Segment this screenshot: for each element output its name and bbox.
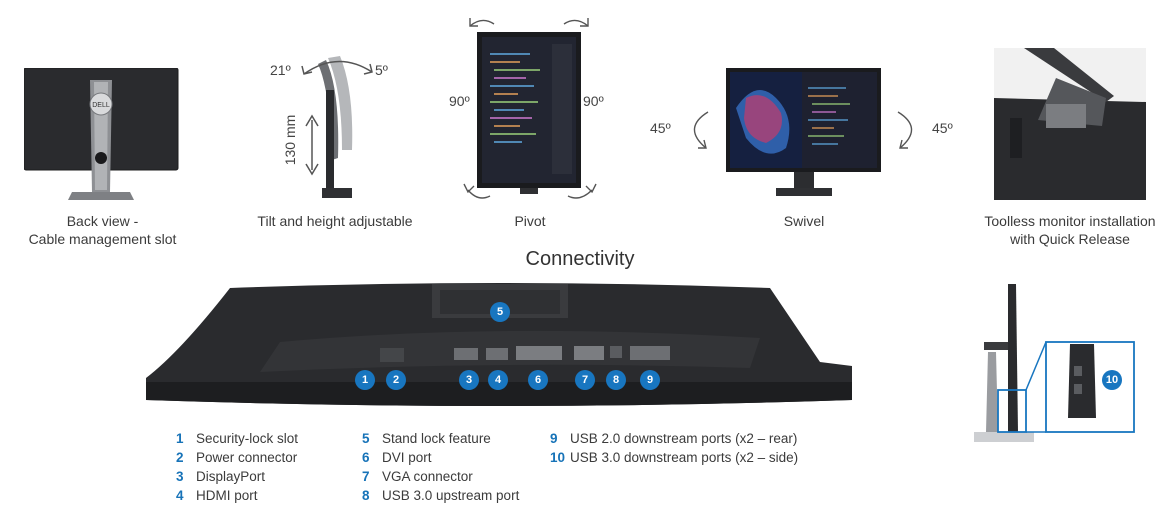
swivel-monitor-image bbox=[726, 68, 881, 196]
tilt-caption: Tilt and height adjustable bbox=[257, 213, 413, 229]
quick-release-caption-line2: with Quick Release bbox=[1010, 231, 1130, 247]
back-view-monitor-image: DELL bbox=[24, 68, 179, 200]
tilt-height-monitor-image bbox=[305, 56, 353, 198]
port-badge-4: 4 bbox=[488, 370, 508, 390]
port-badge-9: 9 bbox=[640, 370, 660, 390]
tilt-back-angle: 21º bbox=[270, 62, 291, 78]
pivot-left-angle: 90º bbox=[449, 93, 470, 109]
height-range-label: 130 mm bbox=[282, 114, 298, 166]
port-badge-6: 6 bbox=[528, 370, 548, 390]
pivot-caption: Pivot bbox=[514, 213, 546, 229]
monitor-bottom-ports-image bbox=[146, 283, 852, 406]
swivel-left-angle: 45º bbox=[650, 120, 671, 136]
svg-text:DELL: DELL bbox=[92, 102, 110, 109]
port-badge-5: 5 bbox=[490, 302, 510, 322]
port-badge-7: 7 bbox=[575, 370, 595, 390]
port-badge-3: 3 bbox=[459, 370, 479, 390]
quick-release-caption-line1: Toolless monitor installation bbox=[984, 213, 1156, 229]
tilt-front-angle: 5º bbox=[375, 62, 388, 78]
port-badge-8: 8 bbox=[606, 370, 626, 390]
swivel-right-arrow-icon bbox=[897, 111, 913, 149]
connectivity-title: Connectivity bbox=[525, 248, 635, 270]
pivot-monitor-image bbox=[463, 18, 597, 199]
port-badge-1: 1 bbox=[355, 370, 375, 390]
pivot-right-angle: 90º bbox=[583, 93, 604, 109]
port-badge-2: 2 bbox=[386, 370, 406, 390]
swivel-right-angle: 45º bbox=[932, 120, 953, 136]
swivel-left-arrow-icon bbox=[693, 111, 709, 149]
quick-release-image bbox=[994, 48, 1146, 200]
back-view-caption-line1: Back view - bbox=[66, 213, 139, 229]
tilt-arrow-icon bbox=[301, 60, 373, 75]
side-view-usb-image bbox=[974, 284, 1135, 442]
swivel-caption: Swivel bbox=[783, 213, 825, 229]
port-badge-10: 10 bbox=[1102, 370, 1122, 390]
back-view-caption-line2: Cable management slot bbox=[28, 231, 177, 247]
